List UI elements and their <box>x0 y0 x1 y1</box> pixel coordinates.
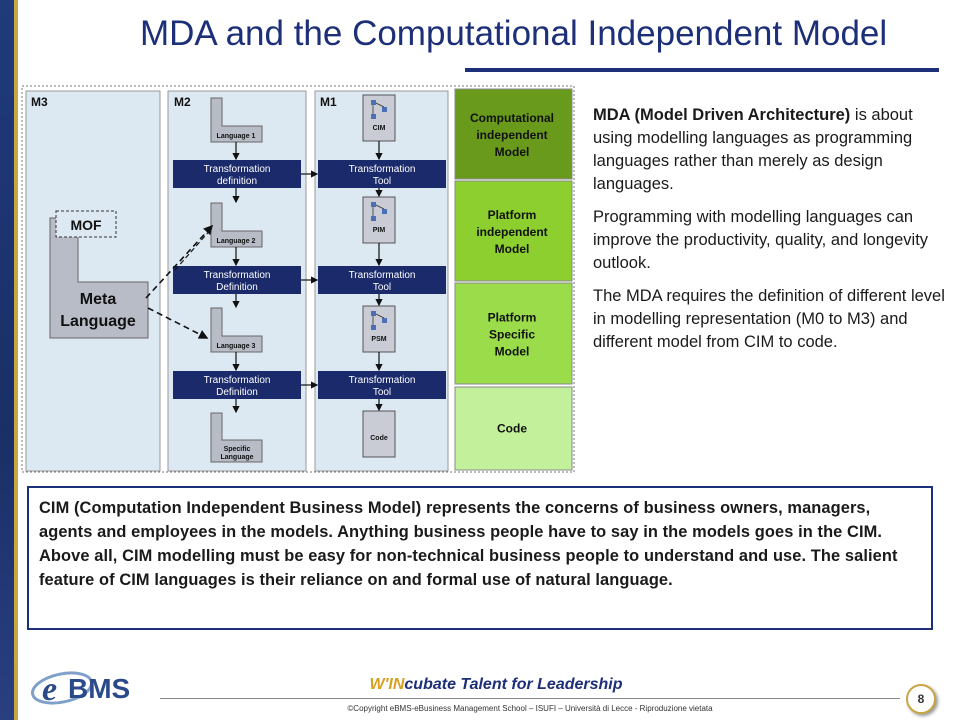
transformation-tool-line2: Tool <box>373 176 391 187</box>
language-label: Language 2 <box>217 238 256 245</box>
footer-slogan: W'INcubate Talent for Leadership <box>369 676 623 693</box>
ebms-logo: e BMS <box>31 671 130 708</box>
language-shape <box>210 202 263 248</box>
model-level-box <box>454 282 573 385</box>
model-level-box <box>454 180 573 282</box>
model-box <box>362 94 396 142</box>
m3-label: M3 <box>31 95 48 109</box>
model-label: Code <box>370 435 388 442</box>
cim-definition-box: CIM (Computation Independent Business Mo… <box>27 486 933 630</box>
footer-copyright: ©Copyright eBMS-eBusiness Management Sch… <box>347 704 713 713</box>
transformation-definition-line1: Transformation <box>204 270 271 281</box>
title-underline <box>465 68 939 72</box>
m2-label: M2 <box>174 95 191 109</box>
transformation-definition-line1: Transformation <box>204 164 271 175</box>
meta-to-language2-arrow <box>145 224 214 299</box>
svg-text:BMS: BMS <box>68 673 130 704</box>
model-box <box>362 305 396 353</box>
transformation-definition-line1: Transformation <box>204 375 271 386</box>
mof-label: MOF <box>70 217 102 233</box>
m1-panel <box>314 90 449 472</box>
page-number: 8 <box>906 684 936 714</box>
specific-language-line1: Specific <box>224 446 251 453</box>
language-shape <box>210 97 263 143</box>
model-level-label: independent <box>476 128 547 142</box>
transformation-tool-bar <box>318 371 446 399</box>
transformation-definition-bar <box>173 266 301 294</box>
transformation-tool-line1: Transformation <box>349 270 416 281</box>
model-level-label: Model <box>495 242 530 256</box>
specific-language-shape <box>210 412 263 463</box>
language-label: Language 1 <box>217 133 256 140</box>
transformation-definition-line2: Definition <box>216 282 258 293</box>
meta-language-line1: Meta <box>80 291 117 308</box>
model-level-label: Computational <box>470 111 554 125</box>
mof-box <box>55 210 117 238</box>
meta-language-line2: Language <box>60 313 136 330</box>
model-level-label: Model <box>495 145 530 159</box>
transformation-tool-line2: Tool <box>373 387 391 398</box>
model-label: CIM <box>373 125 386 132</box>
transformation-tool-line1: Transformation <box>349 164 416 175</box>
model-level-label: Model <box>495 345 530 359</box>
model-level-box <box>454 386 573 471</box>
specific-language-line2: Language <box>220 454 253 461</box>
m1-label: M1 <box>320 95 337 109</box>
model-level-label: Specific <box>489 328 535 342</box>
model-box <box>362 196 396 244</box>
transformation-tool-line1: Transformation <box>349 375 416 386</box>
transformation-definition-line2: Definition <box>216 387 258 398</box>
m2-panel <box>167 90 307 472</box>
model-label: PIM <box>373 227 386 234</box>
description-paragraph-3: The MDA requires the definition of diffe… <box>593 287 945 351</box>
transformation-tool-bar <box>318 266 446 294</box>
transformation-definition-line2: definition <box>217 176 257 187</box>
transformation-tool-line2: Tool <box>373 282 391 293</box>
model-label: PSM <box>371 336 386 343</box>
footer-divider <box>160 698 900 699</box>
meta-to-language3-arrow <box>147 307 209 339</box>
diagram-frame <box>21 85 575 473</box>
transformation-definition-bar <box>173 160 301 188</box>
transformation-definition-bar <box>173 371 301 399</box>
model-box <box>362 410 396 458</box>
model-level-label: Platform <box>488 311 537 325</box>
svg-text:e: e <box>42 671 57 708</box>
language-shape <box>210 307 263 353</box>
model-level-label: independent <box>476 225 547 239</box>
mda-description: MDA (Model Driven Architecture) is about… <box>593 104 948 364</box>
left-accent-bar <box>0 0 18 720</box>
meta-language-shape <box>49 217 149 339</box>
model-level-box <box>454 88 573 180</box>
model-level-label: Code <box>497 422 527 436</box>
model-level-label: Platform <box>488 208 537 222</box>
description-paragraph-1: MDA (Model Driven Architecture) is about… <box>593 106 913 193</box>
description-paragraph-2: Programming with modelling languages can… <box>593 208 929 272</box>
transformation-tool-bar <box>318 160 446 188</box>
m3-panel <box>25 90 161 472</box>
language-label: Language 3 <box>217 343 256 350</box>
page-title: MDA and the Computational Independent Mo… <box>140 14 888 53</box>
